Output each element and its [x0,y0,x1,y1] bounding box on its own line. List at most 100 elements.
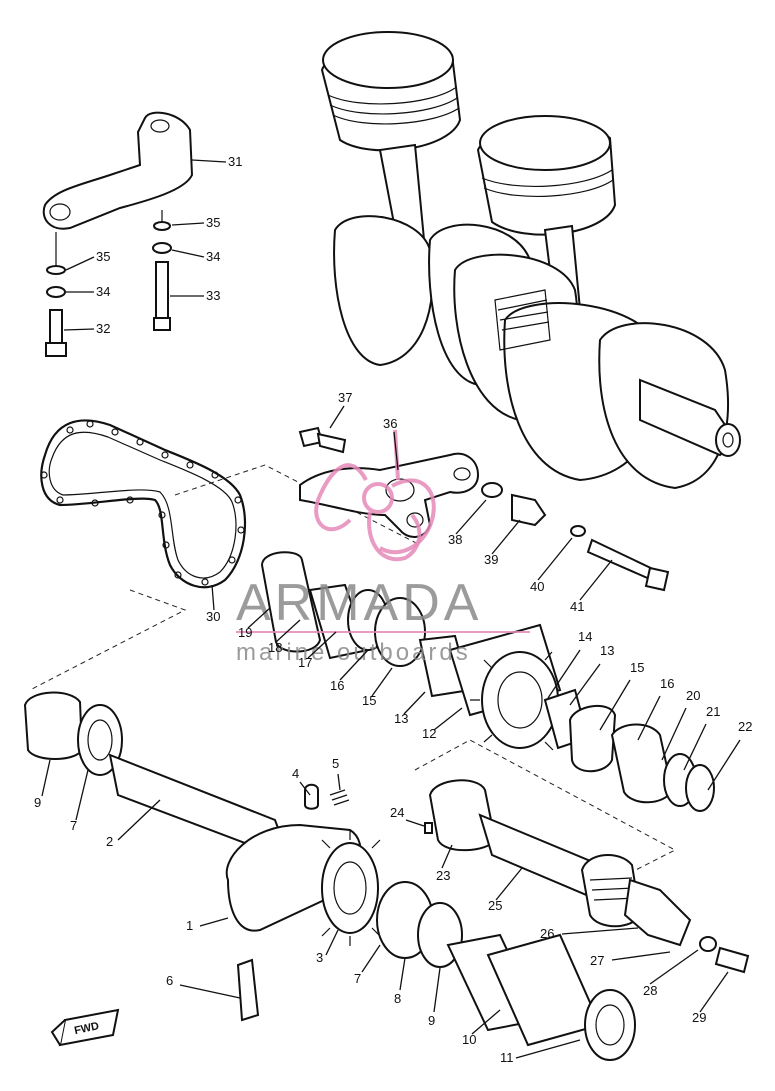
bracket-hardware [45,210,172,357]
callout-number-27: 27 [590,953,604,968]
callout-leader-8 [399,957,406,991]
forward-arrow-icon: FWD [50,1008,120,1047]
callout-number-6: 6 [166,973,173,988]
callout-number-3: 3 [316,950,323,965]
fwd-label: FWD [73,1020,100,1037]
callout-number-9b: 9 [428,1013,435,1028]
callout-leader-41 [579,559,613,601]
callout-leader-39 [491,519,521,555]
callout-number-16b: 16 [660,676,674,691]
callout-number-15b: 15 [630,660,644,675]
callout-leader-34b [171,249,205,258]
callout-number-37: 37 [338,390,352,405]
callout-number-31: 31 [228,154,242,169]
callout-leader-27 [611,951,671,961]
callout-number-41: 41 [570,599,584,614]
callout-number-15a: 15 [362,693,376,708]
callout-leader-7b [361,944,381,973]
callout-number-40: 40 [530,579,544,594]
callout-number-38: 38 [448,532,462,547]
callout-number-4: 4 [292,766,299,781]
callout-leader-23 [441,844,453,869]
arm-hardware [298,426,670,592]
callout-number-19: 19 [238,625,252,640]
callout-leader-40 [537,537,573,581]
callout-number-8: 8 [394,991,401,1006]
callout-leader-29 [699,971,729,1013]
callout-leader-13b [569,663,601,706]
callout-number-2: 2 [106,834,113,849]
callout-number-21: 21 [706,704,720,719]
callout-number-20: 20 [686,688,700,703]
callout-number-25: 25 [488,898,502,913]
callout-number-7a: 7 [70,818,77,833]
callout-leader-24 [405,819,425,827]
callout-number-12: 12 [422,726,436,741]
callout-leader-6 [179,984,241,999]
cam-chain [40,419,247,589]
callout-number-10: 10 [462,1032,476,1047]
callout-leader-35b [171,222,205,226]
callout-leader-20 [661,707,687,761]
callout-leader-14 [547,649,581,699]
callout-leader-15a [371,667,393,697]
callout-leader-1 [199,917,229,927]
callout-leader-25 [495,867,523,901]
callout-number-32: 32 [96,321,110,336]
callout-number-24: 24 [390,805,404,820]
callout-leader-35a [65,256,95,271]
callout-leader-9a [41,759,51,797]
callout-number-26: 26 [540,926,554,941]
callout-number-16a: 16 [330,678,344,693]
callout-leader-38 [455,499,487,535]
callout-leader-11 [515,1039,581,1059]
callout-leader-7a [75,769,89,821]
callout-number-35b: 35 [206,215,220,230]
callout-leader-31 [191,159,227,163]
callout-leader-4 [299,781,311,796]
callout-number-29: 29 [692,1010,706,1025]
callout-number-34a: 34 [96,284,110,299]
callout-leader-22 [707,739,741,791]
callout-leader-26 [561,927,639,935]
lower-shaft-assembly [23,691,636,1061]
callout-number-5: 5 [332,756,339,771]
watermark-brand: ARMADA [236,574,482,632]
callout-number-28: 28 [643,983,657,998]
callout-number-14: 14 [578,629,592,644]
callout-leader-30 [211,584,215,611]
callout-leader-16b [637,695,661,741]
callout-leader-36 [393,431,399,471]
callout-leader-21 [683,723,707,771]
chain-guide-bracket [42,111,194,230]
callout-number-9a: 9 [34,795,41,810]
callout-number-13b: 13 [600,643,614,658]
callout-number-11: 11 [500,1050,514,1065]
callout-leader-15b [599,679,631,731]
camshaft-upper-assembly [260,551,715,812]
callout-leader-10 [471,1009,501,1035]
callout-number-33: 33 [206,288,220,303]
callout-number-17: 17 [298,655,312,670]
callout-leader-32 [63,328,95,331]
right-shaft-assembly [424,779,750,974]
callout-leader-28 [649,949,699,985]
callout-leader-18 [275,619,301,643]
callout-leader-5 [337,773,341,791]
callout-number-22: 22 [738,719,752,734]
callout-number-18: 18 [268,640,282,655]
callout-number-23: 23 [436,868,450,883]
reference-line [29,589,187,691]
callout-leader-3 [325,929,339,956]
tensioner-arm [299,452,480,538]
callout-leader-12 [433,707,463,731]
callout-leader-9b [433,967,441,1013]
watermark-tagline: marine outboards [236,639,471,666]
reference-line [414,739,677,879]
callout-leader-19 [247,607,271,629]
callout-leader-37 [329,405,345,429]
callout-number-34b: 34 [206,249,220,264]
callout-number-36: 36 [383,416,397,431]
callout-leader-13a [403,691,426,715]
